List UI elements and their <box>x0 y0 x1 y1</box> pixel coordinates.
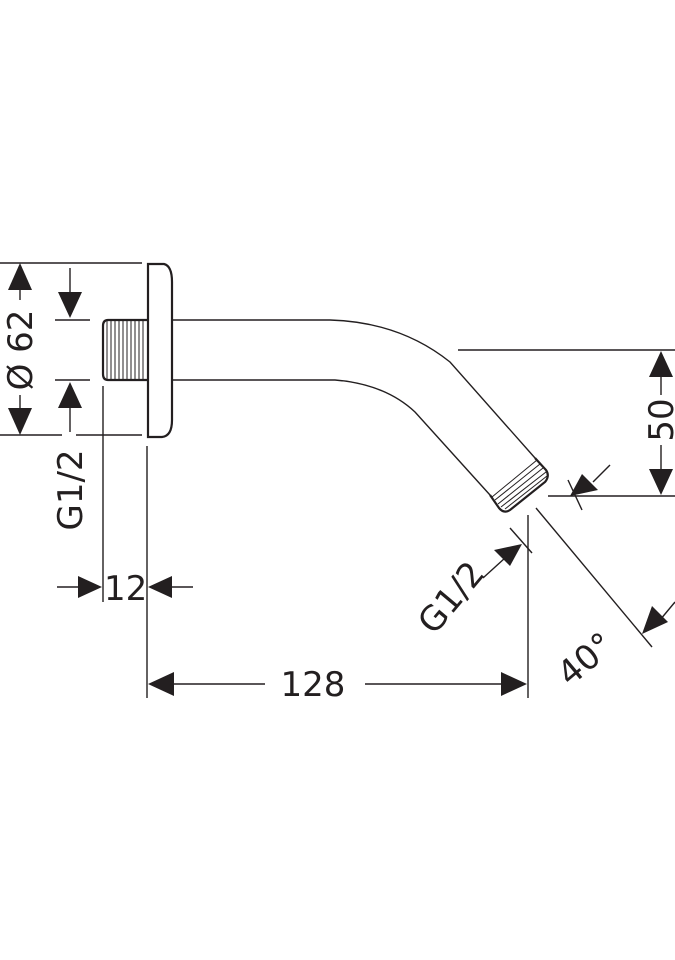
arrow-right-icon <box>78 576 102 598</box>
inlet-thread-label: G1/2 <box>51 449 91 530</box>
angle-dimension: 40° <box>535 507 675 694</box>
pipe-bottom-edge <box>173 379 491 496</box>
arrow-down-icon <box>649 469 673 495</box>
flange-diameter-label: Ø 62 <box>1 310 41 391</box>
flange-diameter-dimension: Ø 62 <box>0 262 142 436</box>
inlet-thread-hatching <box>106 321 144 379</box>
arrow-down-icon <box>8 408 32 435</box>
arrow-icon <box>494 544 522 566</box>
outlet-thread-label: G1/2 <box>410 554 493 642</box>
outlet-thread-hatching <box>491 459 548 510</box>
arrow-up-icon <box>649 351 673 377</box>
arm-length-label: 128 <box>281 665 346 705</box>
wall-flange <box>146 262 174 439</box>
arrow-up-icon <box>8 263 32 290</box>
arm-length-dimension: 128 <box>148 515 529 705</box>
arrow-down-icon <box>58 292 82 318</box>
shower-arm-part <box>101 262 549 513</box>
arrow-left-icon <box>148 672 174 696</box>
inlet-thread-dimension: G1/2 <box>51 268 91 531</box>
outlet-thread-dimension: G1/2 <box>410 464 611 642</box>
arrow-up-icon <box>58 382 82 408</box>
drop-height-label: 50 <box>642 398 675 441</box>
angle-label: 40° <box>550 625 622 694</box>
arrow-left-icon <box>148 576 172 598</box>
arrow-right-icon <box>501 672 527 696</box>
pipe-top-edge <box>173 319 536 459</box>
inlet-thread <box>101 318 147 382</box>
drop-height-dimension: 50 <box>458 349 675 497</box>
arrow-icon <box>570 474 598 496</box>
inlet-thread-length-label: 12 <box>104 569 147 609</box>
inlet-thread-length-dimension: 12 <box>57 386 193 698</box>
arrow-icon <box>642 606 668 634</box>
outlet-thread <box>489 457 549 513</box>
